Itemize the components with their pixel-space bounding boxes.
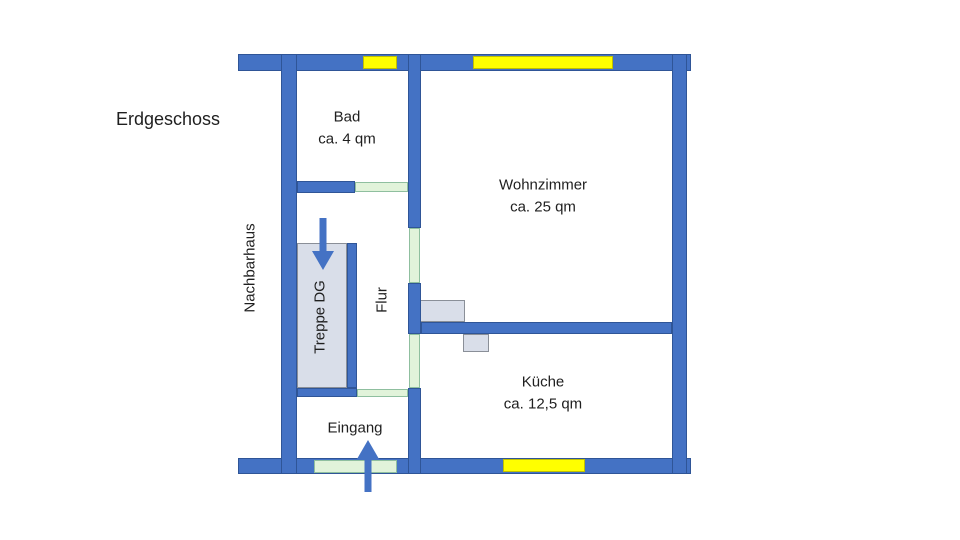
wall-left (281, 54, 297, 474)
wall-top (238, 54, 691, 71)
wall-bad-bottom (297, 181, 355, 193)
room-label-wohnzimmer: Wohnzimmer (498, 176, 588, 194)
door-wohnzimmer (409, 228, 420, 283)
wall-right (672, 54, 687, 474)
room-area-kueche: ca. 12,5 qm (503, 395, 583, 413)
door-eingang-flur (357, 389, 408, 397)
room-label-kueche: Küche (521, 373, 565, 391)
room-area-wohnzimmer: ca. 25 qm (510, 198, 576, 216)
wall-eingang-top (297, 388, 357, 397)
wall-corridor-upper (408, 54, 421, 228)
wall-wohnzimmer-kueche (421, 322, 672, 334)
wall-bottom (238, 458, 691, 474)
wall-corridor-lower (408, 388, 421, 474)
room-area-bad: ca. 4 qm (318, 130, 376, 148)
room-label-flur: Flur (373, 287, 391, 313)
entrance-up-arrow-icon (356, 440, 380, 492)
room-label-bad: Bad (333, 108, 361, 126)
window-kueche (503, 459, 585, 472)
door-entrance (314, 460, 397, 473)
chimney-block-lower (463, 334, 489, 352)
window-bad (363, 56, 397, 69)
wall-stairs-side (347, 243, 357, 388)
window-wohnzimmer (473, 56, 613, 69)
door-bad (355, 182, 408, 192)
room-label-treppe: Treppe DG (311, 280, 329, 354)
door-kueche (409, 334, 420, 388)
neighbor-house-label: Nachbarhaus (241, 223, 259, 313)
chimney-block-upper (420, 300, 465, 322)
page-title: Erdgeschoss (115, 109, 221, 129)
room-label-eingang: Eingang (327, 419, 383, 437)
stairs-down-arrow-icon (311, 218, 335, 270)
wall-corridor-middle (408, 283, 421, 334)
